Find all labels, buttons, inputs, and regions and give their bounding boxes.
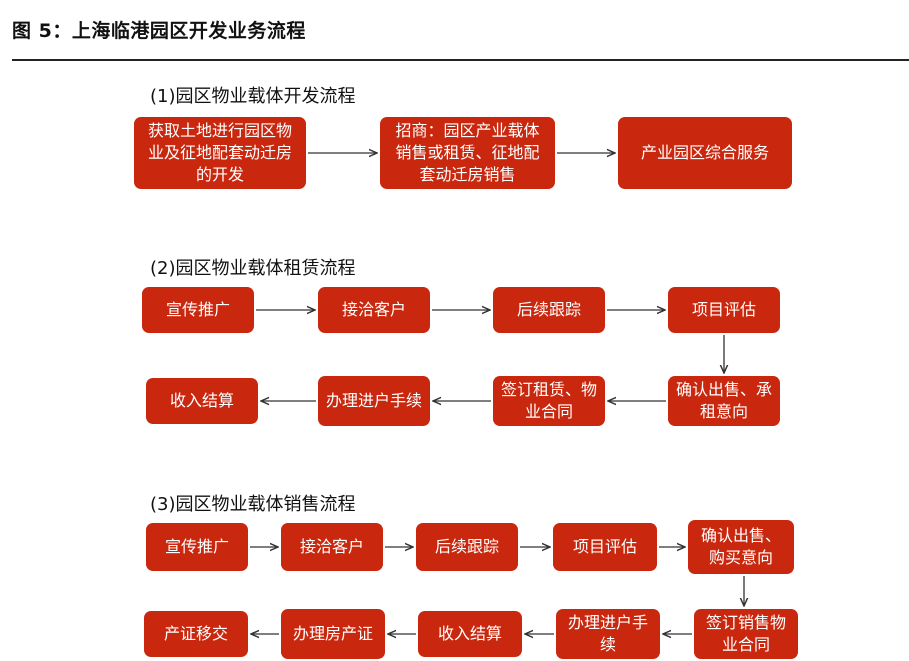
s3-step-contact-client: 接洽客户 (281, 523, 383, 571)
s2-step-7-label: 办理进户手续 (326, 391, 423, 410)
s3-step-8-label: 收入结算 (437, 624, 502, 643)
s3-step-9-label: 办理房产证 (292, 624, 373, 643)
s3-step-5-label: 确认出售、购买意向 (700, 526, 781, 567)
s3-step-certificate-handover: 产证移交 (144, 611, 248, 657)
s3-step-confirm-intent: 确认出售、购买意向 (688, 520, 794, 574)
title-divider (12, 59, 909, 61)
s1-step-1-label: 获取土地进行园区物业及征地配套动迁房的开发 (147, 121, 292, 184)
s3-step-promotion: 宣传推广 (146, 523, 248, 571)
s2-step-move-in: 办理进户手续 (318, 376, 430, 426)
s2-step-1-label: 宣传推广 (165, 300, 230, 319)
s2-step-promotion: 宣传推广 (142, 287, 254, 333)
s2-step-confirm-intent: 确认出售、承租意向 (668, 376, 780, 426)
s1-step-services: 产业园区综合服务 (618, 117, 792, 189)
section-1-title: (1)园区物业载体开发流程 (150, 86, 356, 107)
s2-step-3-label: 后续跟踪 (516, 300, 581, 319)
s3-step-7-label: 办理进户手续 (567, 613, 648, 654)
section-3-title: (3)园区物业载体销售流程 (150, 494, 356, 515)
s3-step-move-in: 办理进户手续 (556, 609, 660, 659)
s2-step-contact-client: 接洽客户 (318, 287, 430, 333)
s1-step-2-label: 招商：园区产业载体销售或租赁、征地配套动迁房销售 (395, 121, 540, 184)
s3-step-follow-up: 后续跟踪 (416, 523, 518, 571)
s2-step-follow-up: 后续跟踪 (493, 287, 605, 333)
s3-step-4-label: 项目评估 (572, 537, 637, 556)
s2-step-settlement: 收入结算 (146, 378, 258, 424)
section-2-title: (2)园区物业载体租赁流程 (150, 258, 356, 279)
s3-step-settlement: 收入结算 (418, 611, 522, 657)
s2-step-2-label: 接洽客户 (341, 300, 406, 319)
s2-step-6-label: 签订租赁、物业合同 (501, 380, 598, 421)
s3-step-evaluation: 项目评估 (553, 523, 657, 571)
s2-step-sign-contract: 签订租赁、物业合同 (493, 376, 605, 426)
s2-step-4-label: 项目评估 (691, 300, 756, 319)
s3-step-3-label: 后续跟踪 (434, 537, 499, 556)
s1-step-3-label: 产业园区综合服务 (640, 143, 769, 162)
s2-step-evaluation: 项目评估 (668, 287, 780, 333)
figure-title: 图 5：上海临港园区开发业务流程 (12, 20, 306, 42)
s3-step-10-label: 产证移交 (163, 624, 228, 643)
s2-step-8-label: 收入结算 (169, 391, 234, 410)
s3-step-1-label: 宣传推广 (164, 537, 229, 556)
s3-step-2-label: 接洽客户 (299, 537, 364, 556)
s3-step-sign-contract: 签订销售物业合同 (694, 609, 798, 659)
s1-step-investment: 招商：园区产业载体销售或租赁、征地配套动迁房销售 (380, 117, 555, 189)
s3-step-6-label: 签订销售物业合同 (705, 613, 786, 654)
s3-step-property-certificate: 办理房产证 (281, 609, 385, 659)
s1-step-acquire-land: 获取土地进行园区物业及征地配套动迁房的开发 (134, 117, 306, 189)
s2-step-5-label: 确认出售、承租意向 (676, 380, 773, 421)
